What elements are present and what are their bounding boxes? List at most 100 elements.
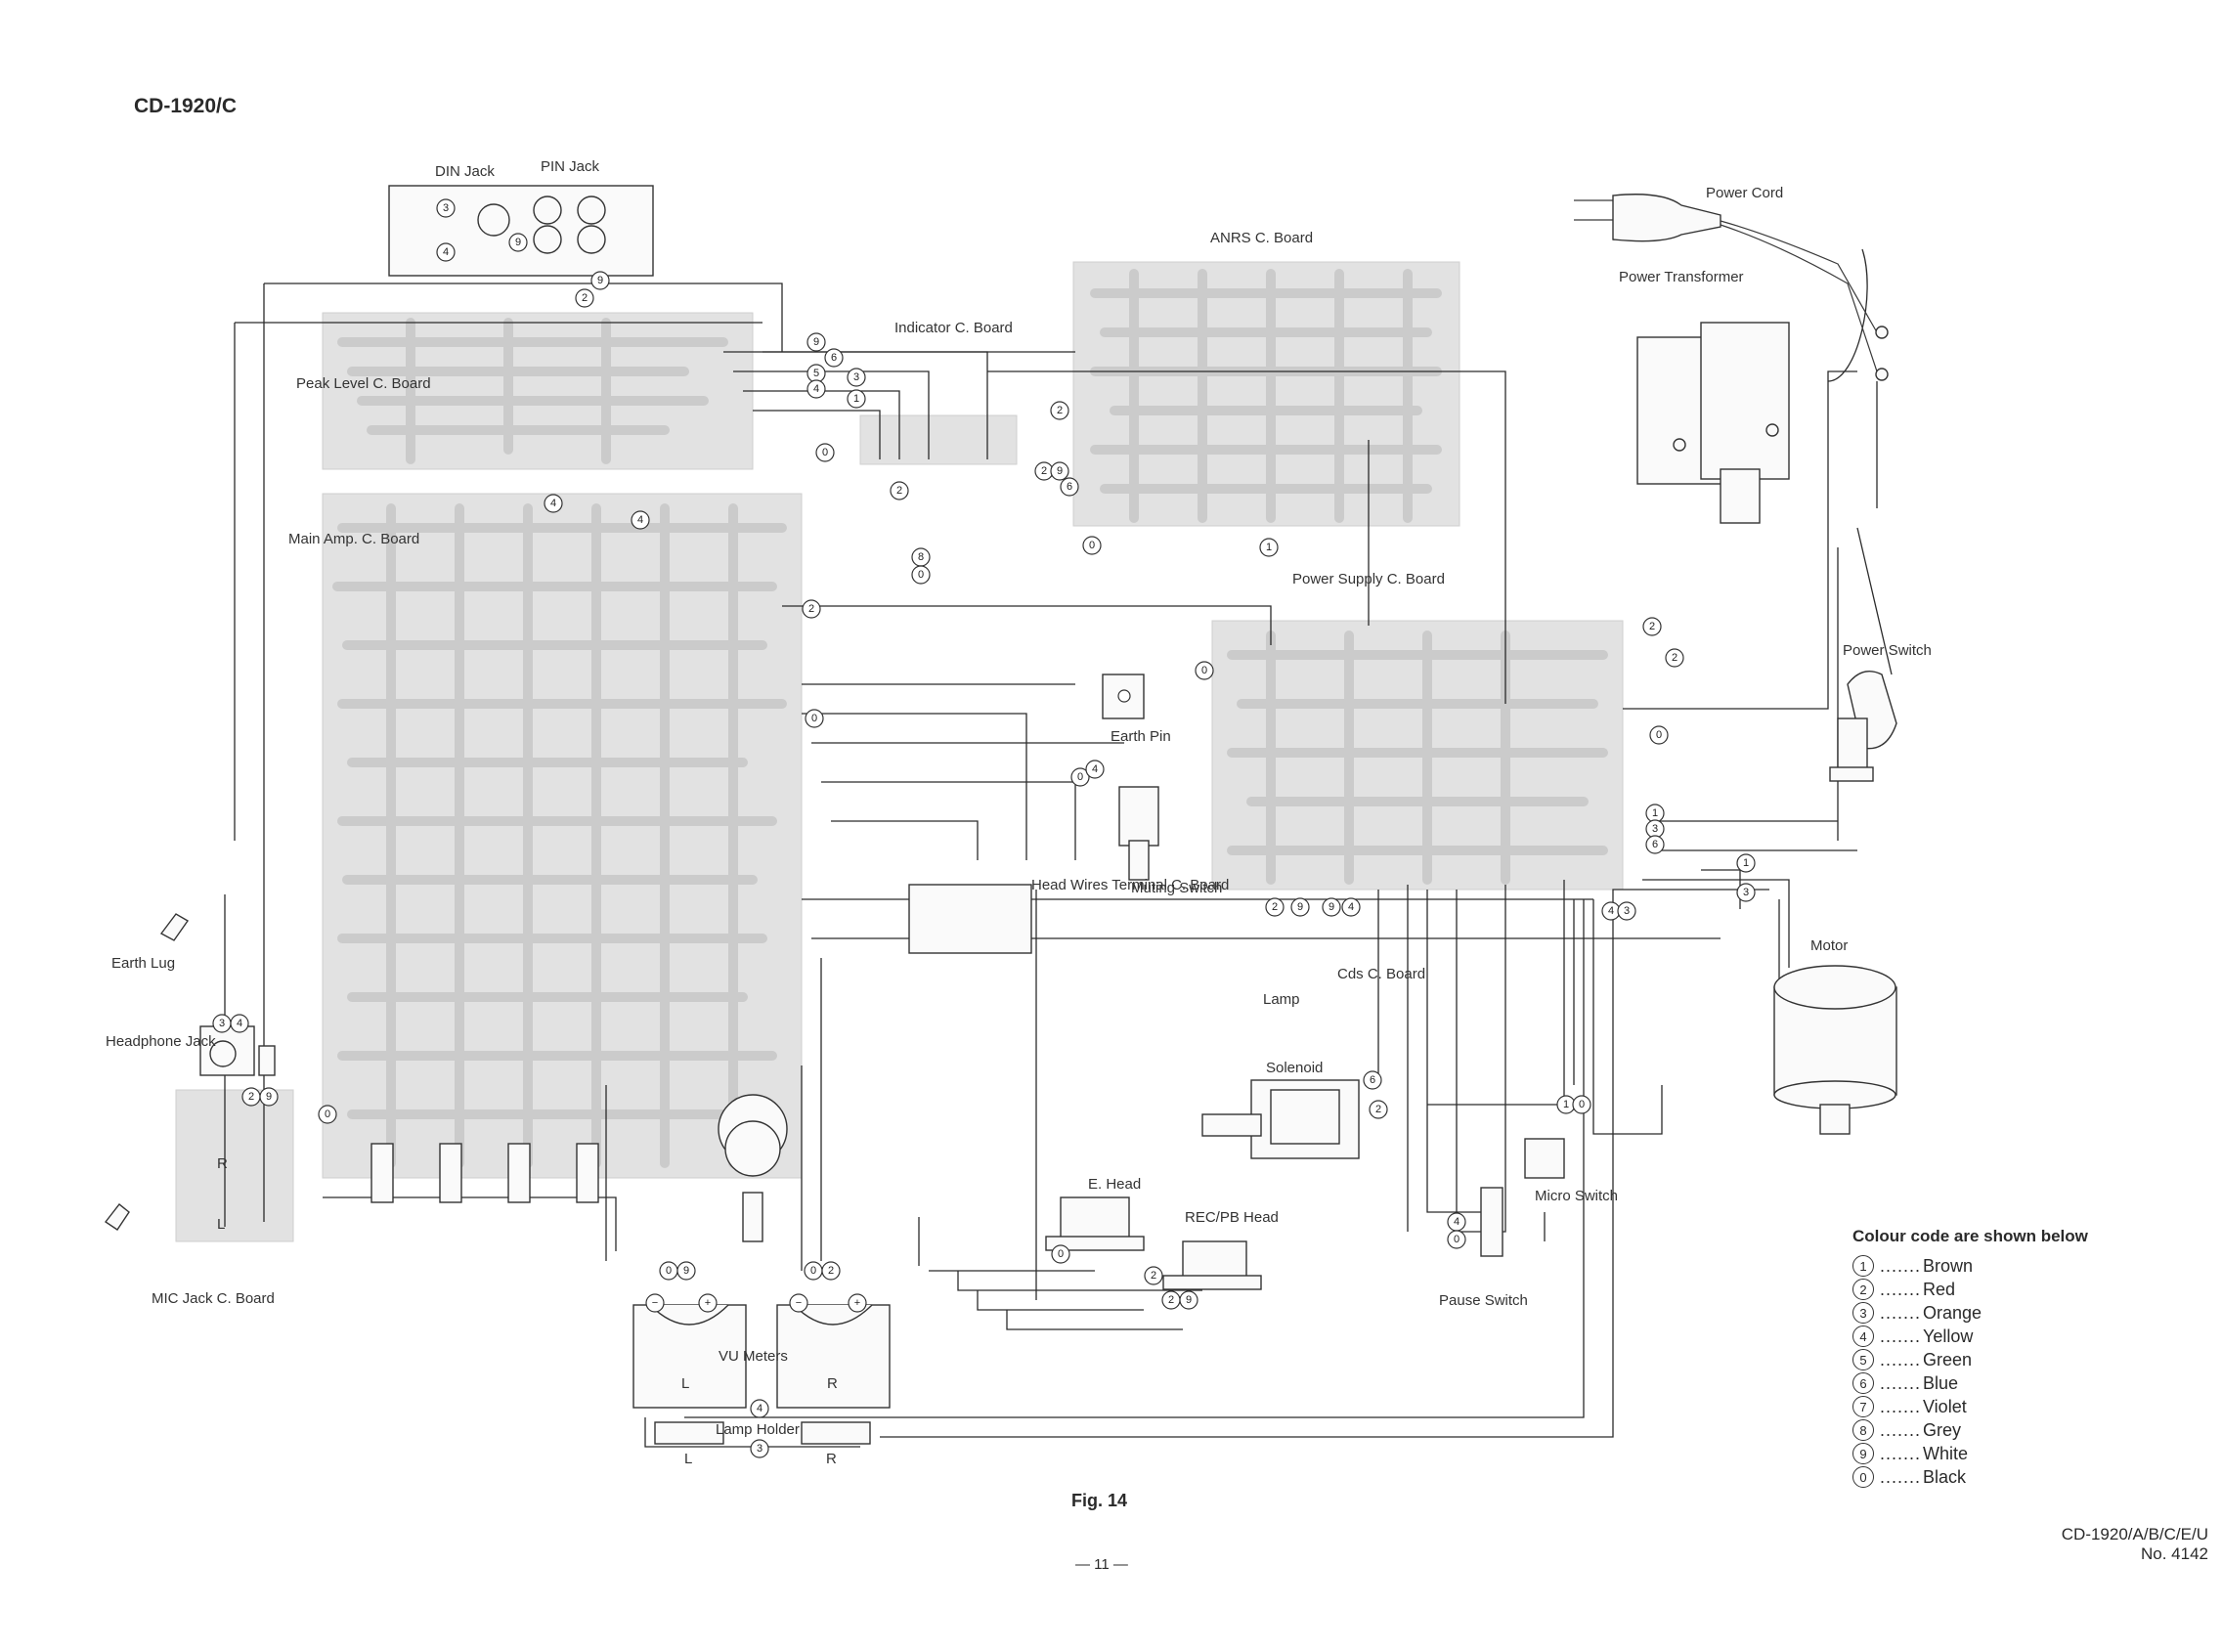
earth-lug-part	[104, 913, 190, 1231]
legend-title: Colour code are shown below	[1852, 1227, 2088, 1245]
rec-pb-head-label: REC/PB Head	[1185, 1209, 1279, 1226]
svg-text:0: 0	[822, 447, 828, 458]
power-switch-label: Power Switch	[1843, 642, 1932, 659]
muting-switch-label: Muting Switch	[1131, 880, 1222, 896]
wire-harness	[224, 248, 1893, 1448]
svg-text:0: 0	[1454, 1234, 1460, 1245]
legend-dots: .......	[1880, 1396, 1922, 1416]
svg-text:9: 9	[1057, 465, 1063, 477]
legend-row: 3.......Orange	[1852, 1301, 2107, 1325]
mic-jack-board-label: MIC Jack C. Board	[152, 1290, 275, 1307]
svg-text:3: 3	[757, 1443, 762, 1455]
mic-right-label: R	[217, 1155, 228, 1172]
lamp-holder-label: Lamp Holder	[716, 1421, 800, 1438]
muting-switch	[1118, 786, 1159, 881]
earth-pin-part	[1102, 674, 1145, 719]
svg-text:2: 2	[828, 1265, 834, 1277]
rec-pb-head	[1162, 1240, 1262, 1290]
anrs-board-label: ANRS C. Board	[1210, 230, 1313, 246]
solenoid-label: Solenoid	[1266, 1060, 1323, 1076]
svg-text:9: 9	[515, 237, 521, 248]
svg-text:0: 0	[1077, 771, 1083, 783]
indicator-board-label: Indicator C. Board	[894, 320, 1013, 336]
legend-number: 5	[1852, 1349, 1874, 1370]
lamp-holder	[654, 1421, 871, 1445]
svg-text:0: 0	[325, 1109, 330, 1120]
motor	[1773, 965, 1897, 1135]
svg-text:2: 2	[1272, 901, 1278, 913]
svg-text:9: 9	[1297, 901, 1303, 913]
svg-text:0: 0	[1656, 729, 1662, 741]
legend-dots: .......	[1880, 1279, 1922, 1299]
power-transformer	[1636, 322, 1790, 524]
earth-lug-label: Earth Lug	[111, 955, 175, 972]
svg-text:1: 1	[1266, 542, 1272, 553]
legend-color: White	[1923, 1443, 1969, 1463]
pause-switch-label: Pause Switch	[1439, 1292, 1528, 1309]
legend-number: 0	[1852, 1466, 1874, 1488]
legend-row: 1.......Brown	[1852, 1254, 2107, 1278]
legend-row: 8.......Grey	[1852, 1418, 2107, 1442]
legend-color: Orange	[1923, 1302, 1982, 1323]
power-switch	[1829, 671, 1897, 782]
micro-switch-label: Micro Switch	[1535, 1188, 1618, 1204]
svg-text:0: 0	[1201, 665, 1207, 676]
cds-board-label: Cds C. Board	[1337, 966, 1425, 982]
svg-text:0: 0	[1089, 540, 1095, 551]
svg-text:1: 1	[1652, 807, 1658, 819]
doc-number: No. 4142	[2141, 1544, 2208, 1563]
power-transformer-label: Power Transformer	[1619, 269, 1744, 285]
svg-text:3: 3	[219, 1018, 225, 1029]
model-line: CD-1920/A/B/C/E/U	[2061, 1525, 2208, 1543]
legend-color: Brown	[1923, 1255, 1974, 1276]
mic-left-label: L	[217, 1216, 225, 1233]
head-wires-terminal-board	[908, 884, 1032, 954]
legend-row: 2.......Red	[1852, 1278, 2107, 1301]
headphone-jack-label: Headphone Jack	[106, 1033, 216, 1050]
legend-number: 8	[1852, 1419, 1874, 1441]
legend-row: 7.......Violet	[1852, 1395, 2107, 1418]
legend-dots: .......	[1880, 1255, 1922, 1276]
legend-color: Red	[1923, 1279, 1956, 1299]
legend-row: 4.......Yellow	[1852, 1325, 2107, 1348]
wire-color-tags: 3 4 9 9 2 9 6 5 4 3 1 0 2 2 2 9 6 0 1 8 …	[212, 198, 1756, 1458]
svg-text:9: 9	[683, 1265, 689, 1277]
legend-number: 3	[1852, 1302, 1874, 1324]
legend-dots: .......	[1880, 1443, 1922, 1463]
legend-color: Blue	[1923, 1372, 1959, 1393]
svg-text:0: 0	[918, 569, 924, 581]
svg-text:3: 3	[1743, 887, 1749, 898]
svg-text:6: 6	[1652, 839, 1658, 850]
legend-number: 2	[1852, 1279, 1874, 1300]
motor-label: Motor	[1810, 937, 1848, 954]
vu-left-label: L	[681, 1375, 689, 1392]
svg-text:2: 2	[1375, 1104, 1381, 1115]
lamp-label: Lamp	[1263, 991, 1300, 1008]
legend-color: Violet	[1923, 1396, 1967, 1416]
svg-text:8: 8	[918, 551, 924, 563]
svg-text:2: 2	[582, 292, 588, 304]
svg-text:+: +	[705, 1297, 711, 1309]
svg-text:6: 6	[831, 352, 837, 364]
headphone-jack-part	[199, 1025, 276, 1076]
power-supply-board	[1211, 620, 1624, 891]
svg-text:5: 5	[813, 368, 819, 379]
svg-text:0: 0	[810, 1265, 816, 1277]
svg-text:4: 4	[757, 1403, 762, 1414]
power-cord-label: Power Cord	[1706, 185, 1783, 201]
svg-text:4: 4	[550, 498, 556, 509]
legend-dots: .......	[1880, 1419, 1922, 1440]
svg-text:4: 4	[1454, 1216, 1460, 1228]
head-wires-terminal-board-label: Head Wires Terminal C. Board	[1031, 877, 1229, 893]
legend-row: 5.......Green	[1852, 1348, 2107, 1371]
svg-text:−: −	[796, 1297, 802, 1309]
svg-text:4: 4	[637, 514, 643, 526]
legend-row: 6.......Blue	[1852, 1371, 2107, 1395]
e-head-label: E. Head	[1088, 1176, 1141, 1193]
pin-jack-label: PIN Jack	[541, 158, 600, 175]
svg-text:3: 3	[1652, 823, 1658, 835]
svg-text:4: 4	[1092, 763, 1098, 775]
colour-code-legend: Colour code are shown below 1.......Brow…	[1852, 1227, 2107, 1489]
svg-text:0: 0	[811, 713, 817, 724]
model-title: CD-1920/C	[134, 95, 238, 117]
